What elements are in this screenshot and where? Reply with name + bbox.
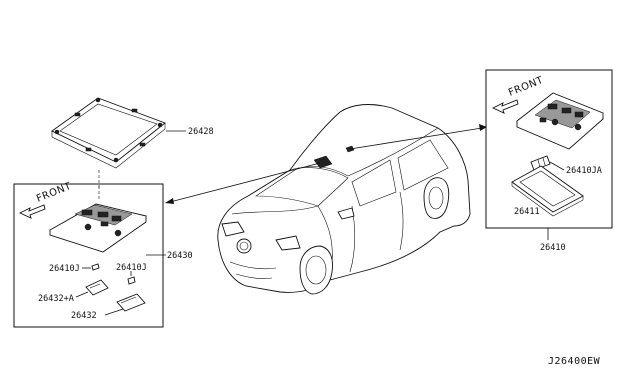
room-lens-part xyxy=(511,165,584,217)
part-number-26430: 26430 xyxy=(167,251,193,261)
leader-arrow-right xyxy=(349,124,487,150)
part-number-26428: 26428 xyxy=(188,127,214,137)
roof-frame-part xyxy=(51,97,166,190)
part-number-26410ja: 26410JA xyxy=(566,166,602,176)
bulb-left-b-part xyxy=(127,276,136,285)
diagram-code: J26400EW xyxy=(548,356,601,367)
part-number-26410j-a: 26410J xyxy=(49,264,80,274)
part-number-26410j-b: 26410J xyxy=(116,263,147,273)
vehicle-illustration xyxy=(217,104,471,295)
bulb-left-a-part xyxy=(91,263,100,271)
part-number-26432a: 26432+A xyxy=(38,294,74,304)
part-number-26411: 26411 xyxy=(514,207,540,217)
lens-a-part xyxy=(85,279,109,296)
map-lamp-box xyxy=(13,183,164,328)
part-number-26410: 26410 xyxy=(540,243,566,253)
room-lamp-housing-part xyxy=(516,92,604,150)
front-arrow-left: FRONT xyxy=(18,181,73,219)
front-label-right: FRONT xyxy=(507,75,545,99)
map-lamp-assy-part xyxy=(48,186,148,253)
part-number-26432: 26432 xyxy=(71,311,97,321)
lens-b-part xyxy=(116,293,146,312)
leader-arrow-left xyxy=(165,162,321,204)
room-bulb-part xyxy=(530,155,551,171)
room-lamp-box xyxy=(485,69,613,229)
